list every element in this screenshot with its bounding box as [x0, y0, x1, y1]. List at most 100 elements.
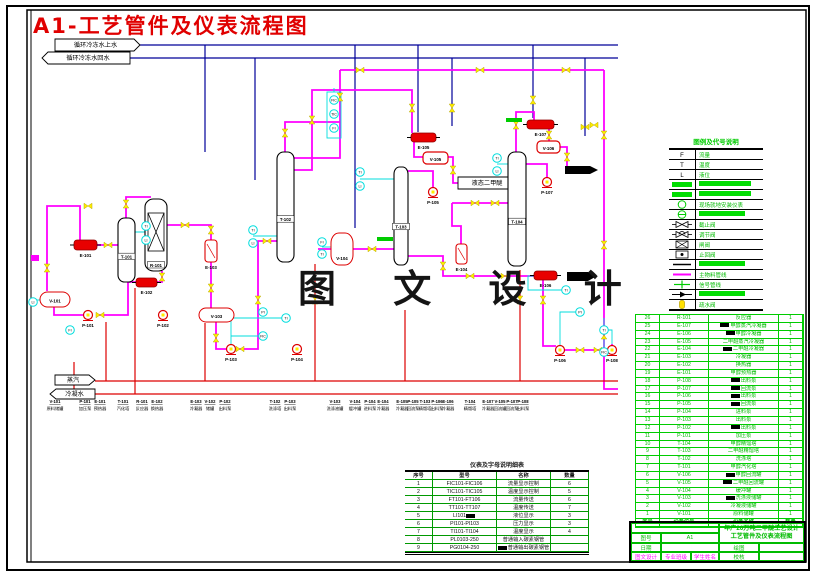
legend-row — [669, 180, 763, 190]
legend-symbol-boxed-gate — [669, 240, 696, 249]
bottom-label-name: 原料储罐 — [47, 405, 65, 412]
sym-bar — [672, 192, 692, 197]
valve-icon — [529, 95, 537, 105]
valve-icon — [308, 115, 316, 125]
valve-icon — [672, 220, 692, 229]
valve-glyph — [539, 295, 547, 305]
bottom-label-name: 出料泵 — [284, 405, 297, 412]
valve-glyph — [103, 241, 113, 249]
instrument-icon: TI — [317, 249, 327, 259]
legend-symbol-F: F — [669, 150, 696, 159]
instrument-no: 1 — [405, 480, 433, 488]
equipment-name: 加压泵 — [709, 432, 779, 441]
instrument-no: 6 — [405, 520, 433, 528]
equipment-no: 12 — [636, 424, 660, 433]
line-icon — [673, 263, 691, 266]
equipment-name: 缓冲罐 — [709, 487, 779, 496]
product-arrow — [565, 166, 598, 174]
legend-row: 疏水阀 — [669, 300, 763, 309]
valve-icon — [158, 272, 166, 282]
instrument-bubble — [28, 297, 38, 307]
valve-glyph — [465, 272, 475, 280]
coil — [457, 247, 466, 261]
legend-label-bar — [699, 291, 745, 296]
F-icon: F — [680, 153, 684, 159]
legend-symbol-trap — [669, 300, 696, 309]
instrument-no: 5 — [405, 512, 433, 520]
legend-label — [696, 291, 763, 298]
equipment-tag: T-102 — [660, 456, 709, 465]
instrument-bubble — [258, 307, 268, 317]
redaction-bar — [725, 496, 735, 501]
tag-box — [392, 223, 410, 231]
instrument-icon: LI — [141, 235, 151, 245]
equipment-name: 出料泵 — [709, 424, 779, 433]
equipment-tag: E-104 — [456, 267, 468, 272]
legend-label: 止回阀 — [699, 252, 716, 259]
instrument-table-title: 仪表及字母说明细表 — [469, 463, 524, 469]
equipment-P-106: P-106 — [554, 344, 566, 363]
legend-label — [696, 181, 763, 188]
equipment-qty: 1 — [779, 377, 803, 386]
instrument-tag: TI — [144, 224, 147, 228]
bottom-label-tag: V-105 — [495, 399, 507, 404]
instrument-bubble — [492, 153, 502, 163]
instrument-qty: 3 — [551, 520, 589, 528]
equipment-T-103: T-103 — [392, 166, 410, 266]
instrument-name: 普通输出碳素钢管 — [497, 544, 551, 552]
equipment-E-107: E-107 — [523, 119, 558, 137]
pipe — [294, 89, 413, 171]
pump-impeller — [558, 348, 562, 352]
instrument-bubble — [317, 237, 327, 247]
cross-icon — [674, 280, 690, 289]
flow-flag-shape — [54, 374, 96, 386]
equipment-name: 洗涤液储罐 — [709, 495, 779, 504]
equipment-tag: P-102 — [660, 424, 709, 433]
equipment-qty: 1 — [779, 487, 803, 496]
trap-icon — [679, 300, 685, 309]
valve-icon — [470, 199, 480, 207]
valve-glyph — [470, 199, 480, 207]
instrument-icon: TI — [599, 325, 609, 335]
valve-glyph — [439, 261, 447, 271]
pipe — [603, 70, 618, 390]
valve-glyph — [563, 152, 571, 162]
equipment-no: 26 — [636, 315, 660, 323]
pipe — [53, 307, 84, 316]
instrument-icon: FI — [65, 325, 75, 335]
legend-row: 调节阀 — [669, 230, 763, 240]
legend-symbol-magenta-line — [669, 270, 696, 279]
instrument-name: 普通输入碳素钢管 — [497, 536, 551, 544]
equipment-E-101: E-101 — [70, 239, 101, 258]
equipment-qty: 1 — [779, 385, 803, 394]
heat-exchanger — [73, 239, 98, 251]
equipment-tag: E-105 — [418, 145, 430, 150]
equipment-P-104: P-104 — [291, 343, 303, 362]
instrument-icon: FI — [329, 123, 339, 133]
flow-flag-label: 循环冷冻水上水 — [74, 41, 118, 49]
equipment-tag: T-101 — [121, 254, 133, 259]
blank-cell — [631, 523, 719, 533]
equipment-no: 1 — [636, 511, 660, 519]
legend-label — [696, 211, 763, 218]
instrument-tag: TI — [358, 170, 361, 174]
credit-name: 学生姓名 — [691, 552, 719, 561]
instrument-model: TIC101-TIC105 — [433, 488, 497, 496]
valve-icon — [512, 120, 520, 130]
redaction-bar — [722, 480, 732, 485]
equipment-no: 14 — [636, 409, 660, 417]
reflux-drum — [422, 151, 449, 165]
instrument-icon: LI — [28, 297, 38, 307]
redaction-bar — [730, 394, 740, 399]
equipment-tag: T-102 — [280, 217, 292, 222]
valve-glyph — [367, 245, 377, 253]
sheet-title: A1-工艺管件及仪表流程图 — [33, 14, 309, 38]
equipment-tag: E-101 — [660, 369, 709, 378]
